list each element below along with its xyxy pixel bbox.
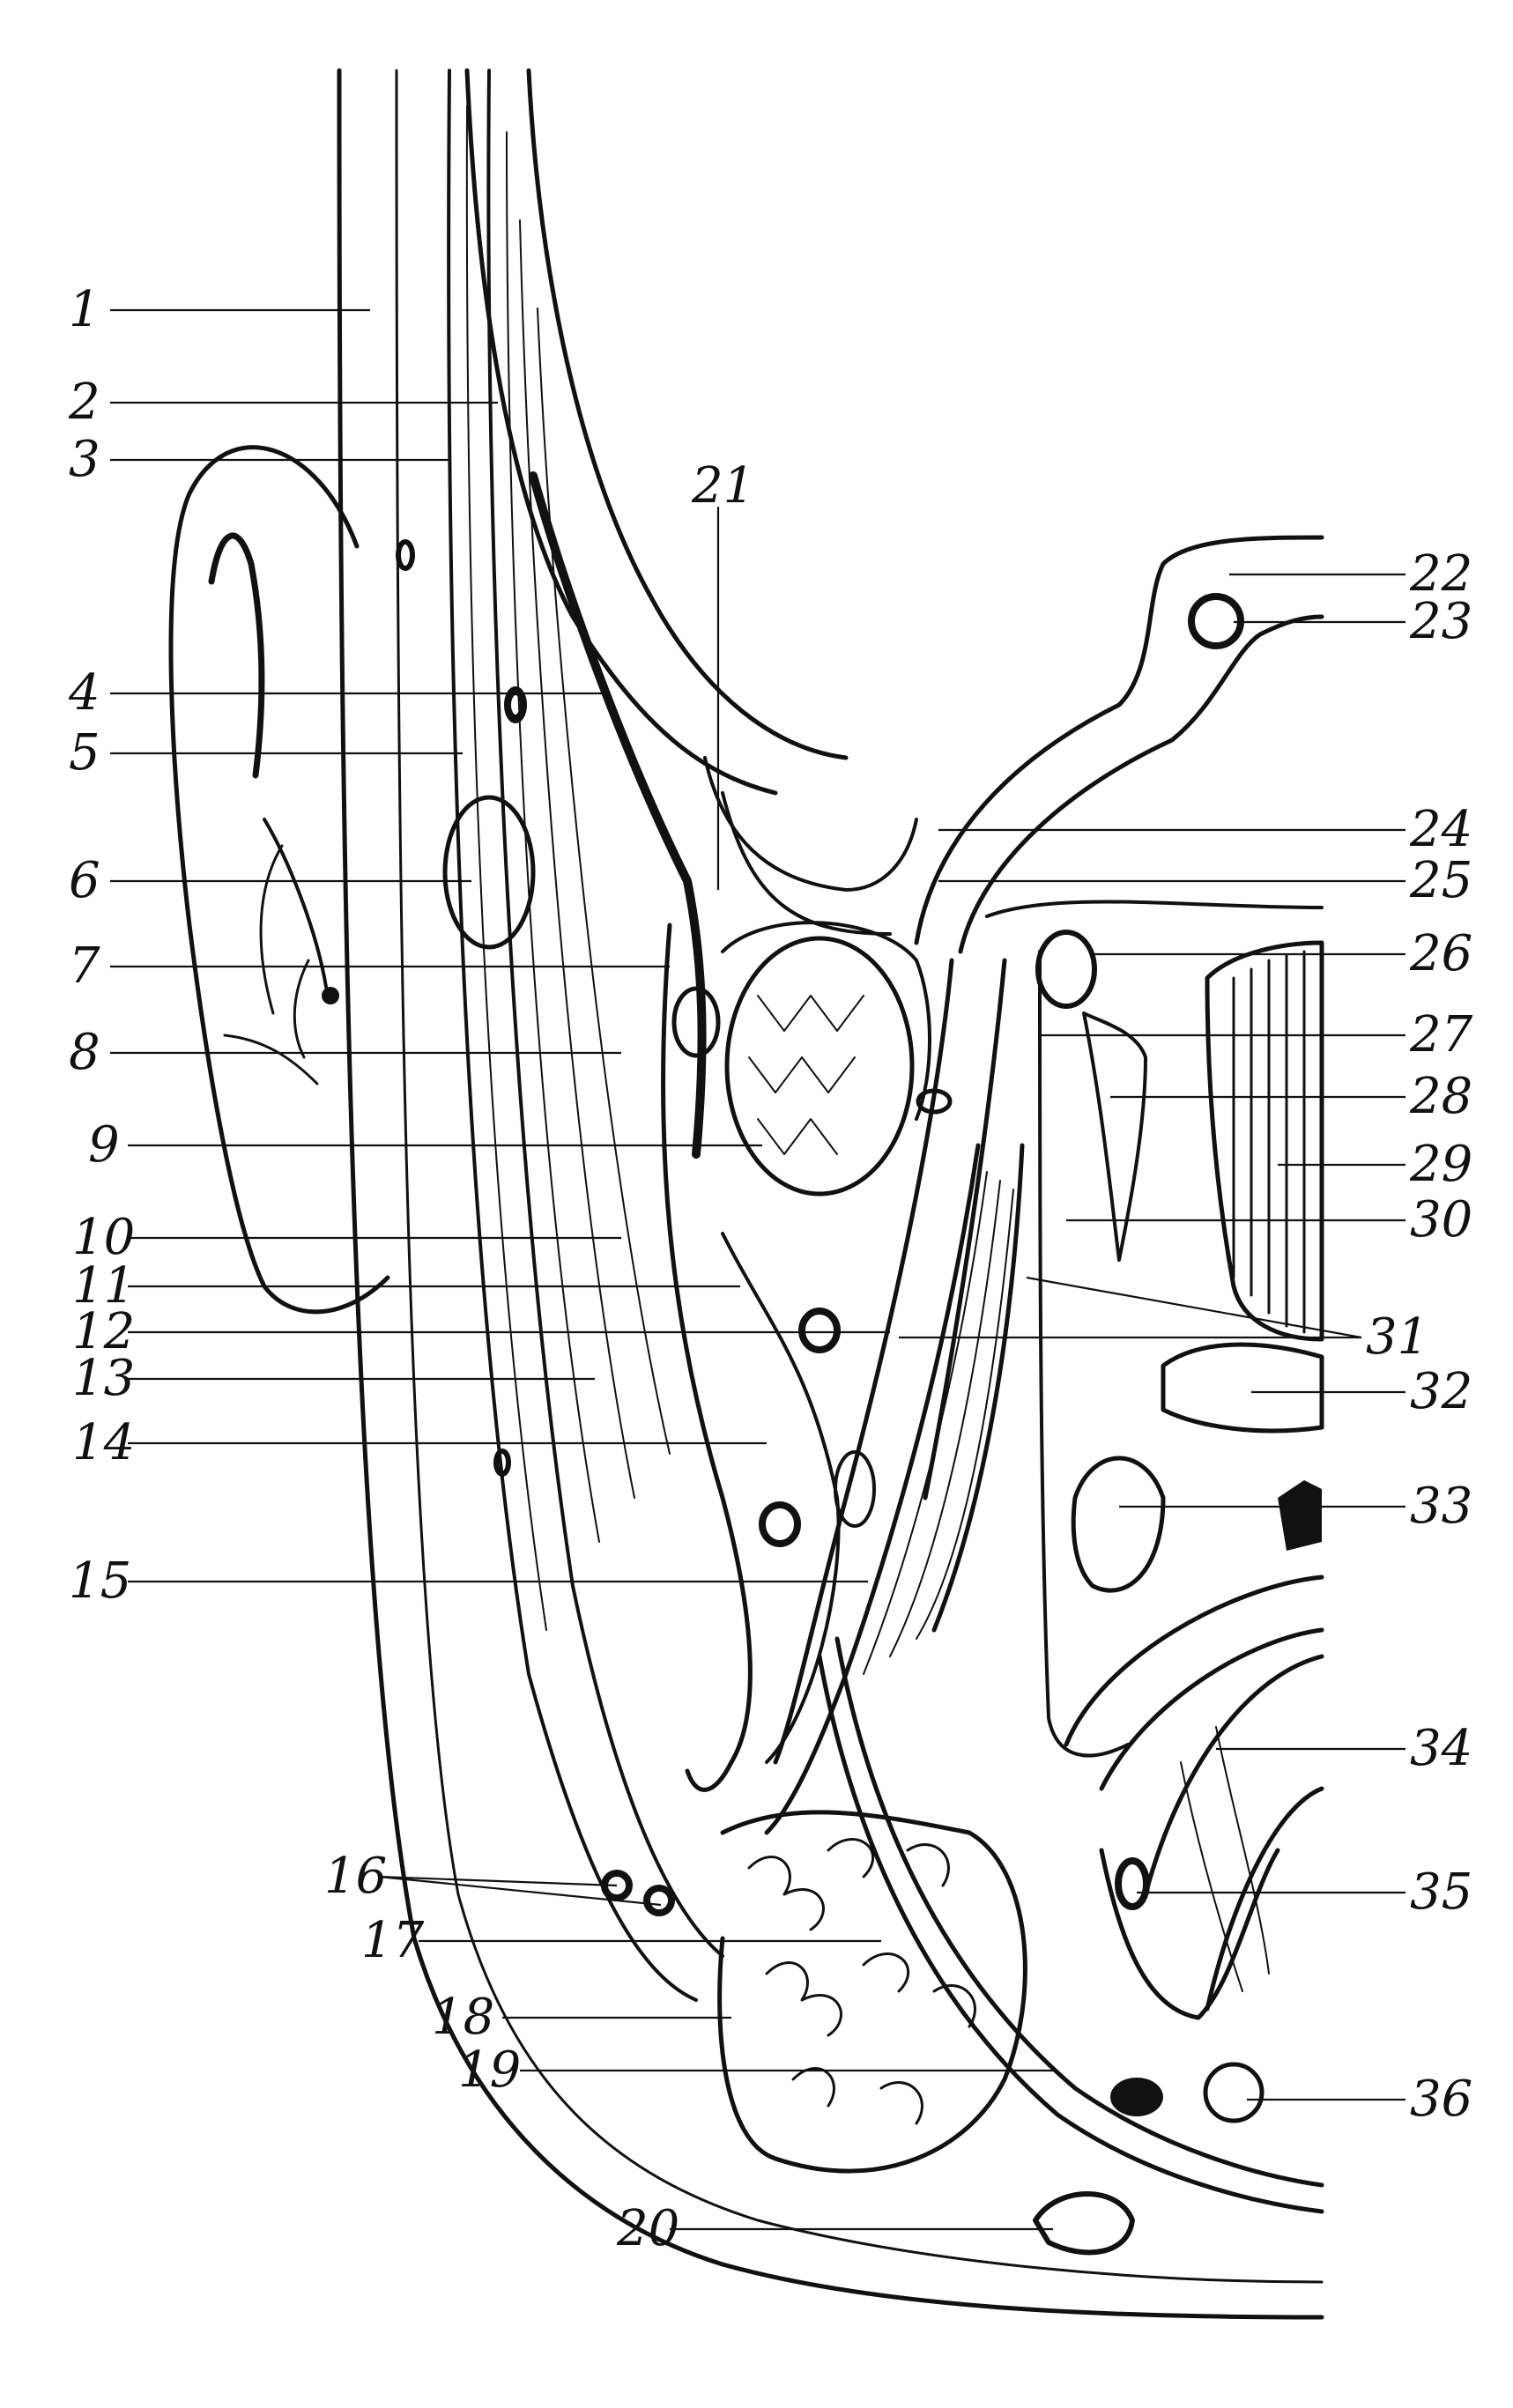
label-12: 12	[72, 1303, 135, 1360]
label-23: 23	[1409, 593, 1472, 650]
label-5: 5	[69, 724, 100, 782]
label-15: 15	[69, 1552, 131, 1610]
label-19: 19	[458, 2041, 521, 2099]
hyoid-bone	[1033, 2191, 1135, 2256]
label-11: 11	[72, 1257, 135, 1315]
nerve-bundle-circle	[1203, 2062, 1265, 2123]
label-28: 28	[1409, 1068, 1472, 1125]
label-7: 7	[69, 937, 100, 995]
label-13: 13	[72, 1350, 135, 1407]
label-26: 26	[1409, 925, 1472, 982]
oral-region	[1064, 1342, 1324, 2020]
label-18: 18	[432, 1989, 494, 2046]
label-30: 30	[1410, 1191, 1472, 1248]
cranial-bone	[464, 68, 918, 936]
muscle-bundles	[764, 1143, 1025, 1835]
temporal-layers	[447, 69, 724, 2002]
label-34: 34	[1410, 1720, 1472, 1777]
leader-lines	[110, 308, 1405, 2231]
label-16: 16	[324, 1848, 387, 1905]
label-20: 20	[616, 2200, 679, 2257]
nerve-canal	[529, 471, 953, 1159]
ramus-region	[661, 922, 876, 1792]
gland-lobules	[717, 1810, 1027, 2174]
label-33: 33	[1410, 1478, 1472, 1535]
leader-16a	[378, 1875, 618, 1887]
skull-base-right	[914, 535, 1324, 954]
label-32: 32	[1410, 1363, 1472, 1420]
label-29: 29	[1409, 1136, 1472, 1193]
label-4: 4	[68, 664, 100, 722]
label-36: 36	[1410, 2071, 1472, 2128]
label-14: 14	[72, 1414, 135, 1471]
leader-31a	[1026, 1276, 1362, 1339]
label-8: 8	[69, 1024, 100, 1081]
label-1: 1	[69, 281, 100, 338]
leader-16b	[378, 1875, 662, 1907]
gland-ellipse	[442, 795, 536, 950]
dark-hatched-region	[1205, 940, 1324, 1342]
label-31: 31	[1366, 1308, 1428, 1366]
vessels	[396, 539, 1163, 2116]
label-10: 10	[72, 1209, 135, 1266]
ear-auricle	[168, 445, 390, 1315]
label-6: 6	[69, 852, 100, 909]
label-21: 21	[691, 457, 754, 515]
label-24: 24	[1409, 801, 1472, 858]
styloid-strap	[817, 1654, 1324, 2214]
label-9: 9	[88, 1116, 120, 1174]
number-labels: 1 2 3 4 5 6 7 8 9 10 11 12 13 14 15 16 1…	[68, 281, 1473, 2257]
label-17: 17	[361, 1912, 425, 1969]
label-3: 3	[69, 431, 100, 488]
label-22: 22	[1409, 545, 1472, 603]
label-25: 25	[1409, 852, 1472, 909]
label-2: 2	[68, 374, 100, 431]
condyle	[721, 921, 931, 1197]
label-27: 27	[1409, 1006, 1473, 1063]
label-35: 35	[1410, 1863, 1472, 1921]
drawing	[168, 68, 1324, 2320]
